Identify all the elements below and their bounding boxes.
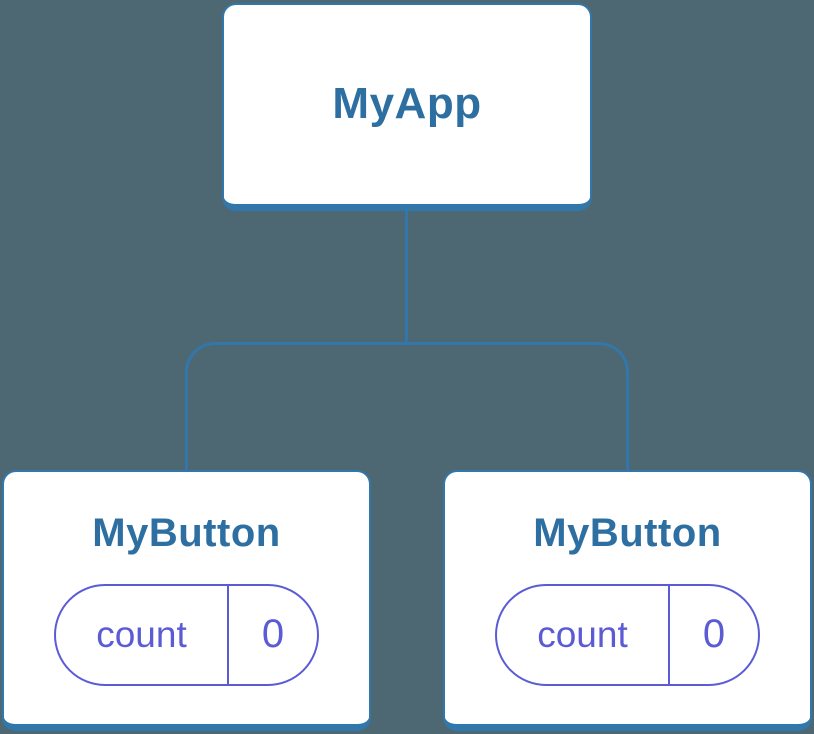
state-value: 0: [261, 612, 285, 656]
app-node-label: MyApp: [332, 79, 482, 129]
app-node: MyApp: [222, 3, 592, 211]
button-node-left: MyButton count 0: [2, 470, 371, 731]
connector-stem: [405, 209, 408, 342]
state-key: count: [537, 613, 628, 655]
state-divider: [227, 585, 229, 684]
state-pill: count 0: [495, 583, 760, 686]
button-node-label: MyButton: [92, 510, 281, 555]
button-node-right: MyButton count 0: [443, 470, 812, 731]
state-pill: count 0: [54, 583, 319, 686]
connector-branch: [185, 342, 629, 472]
button-node-label: MyButton: [533, 510, 722, 555]
state-value: 0: [702, 612, 726, 656]
state-key: count: [96, 613, 187, 655]
state-divider: [668, 585, 670, 684]
